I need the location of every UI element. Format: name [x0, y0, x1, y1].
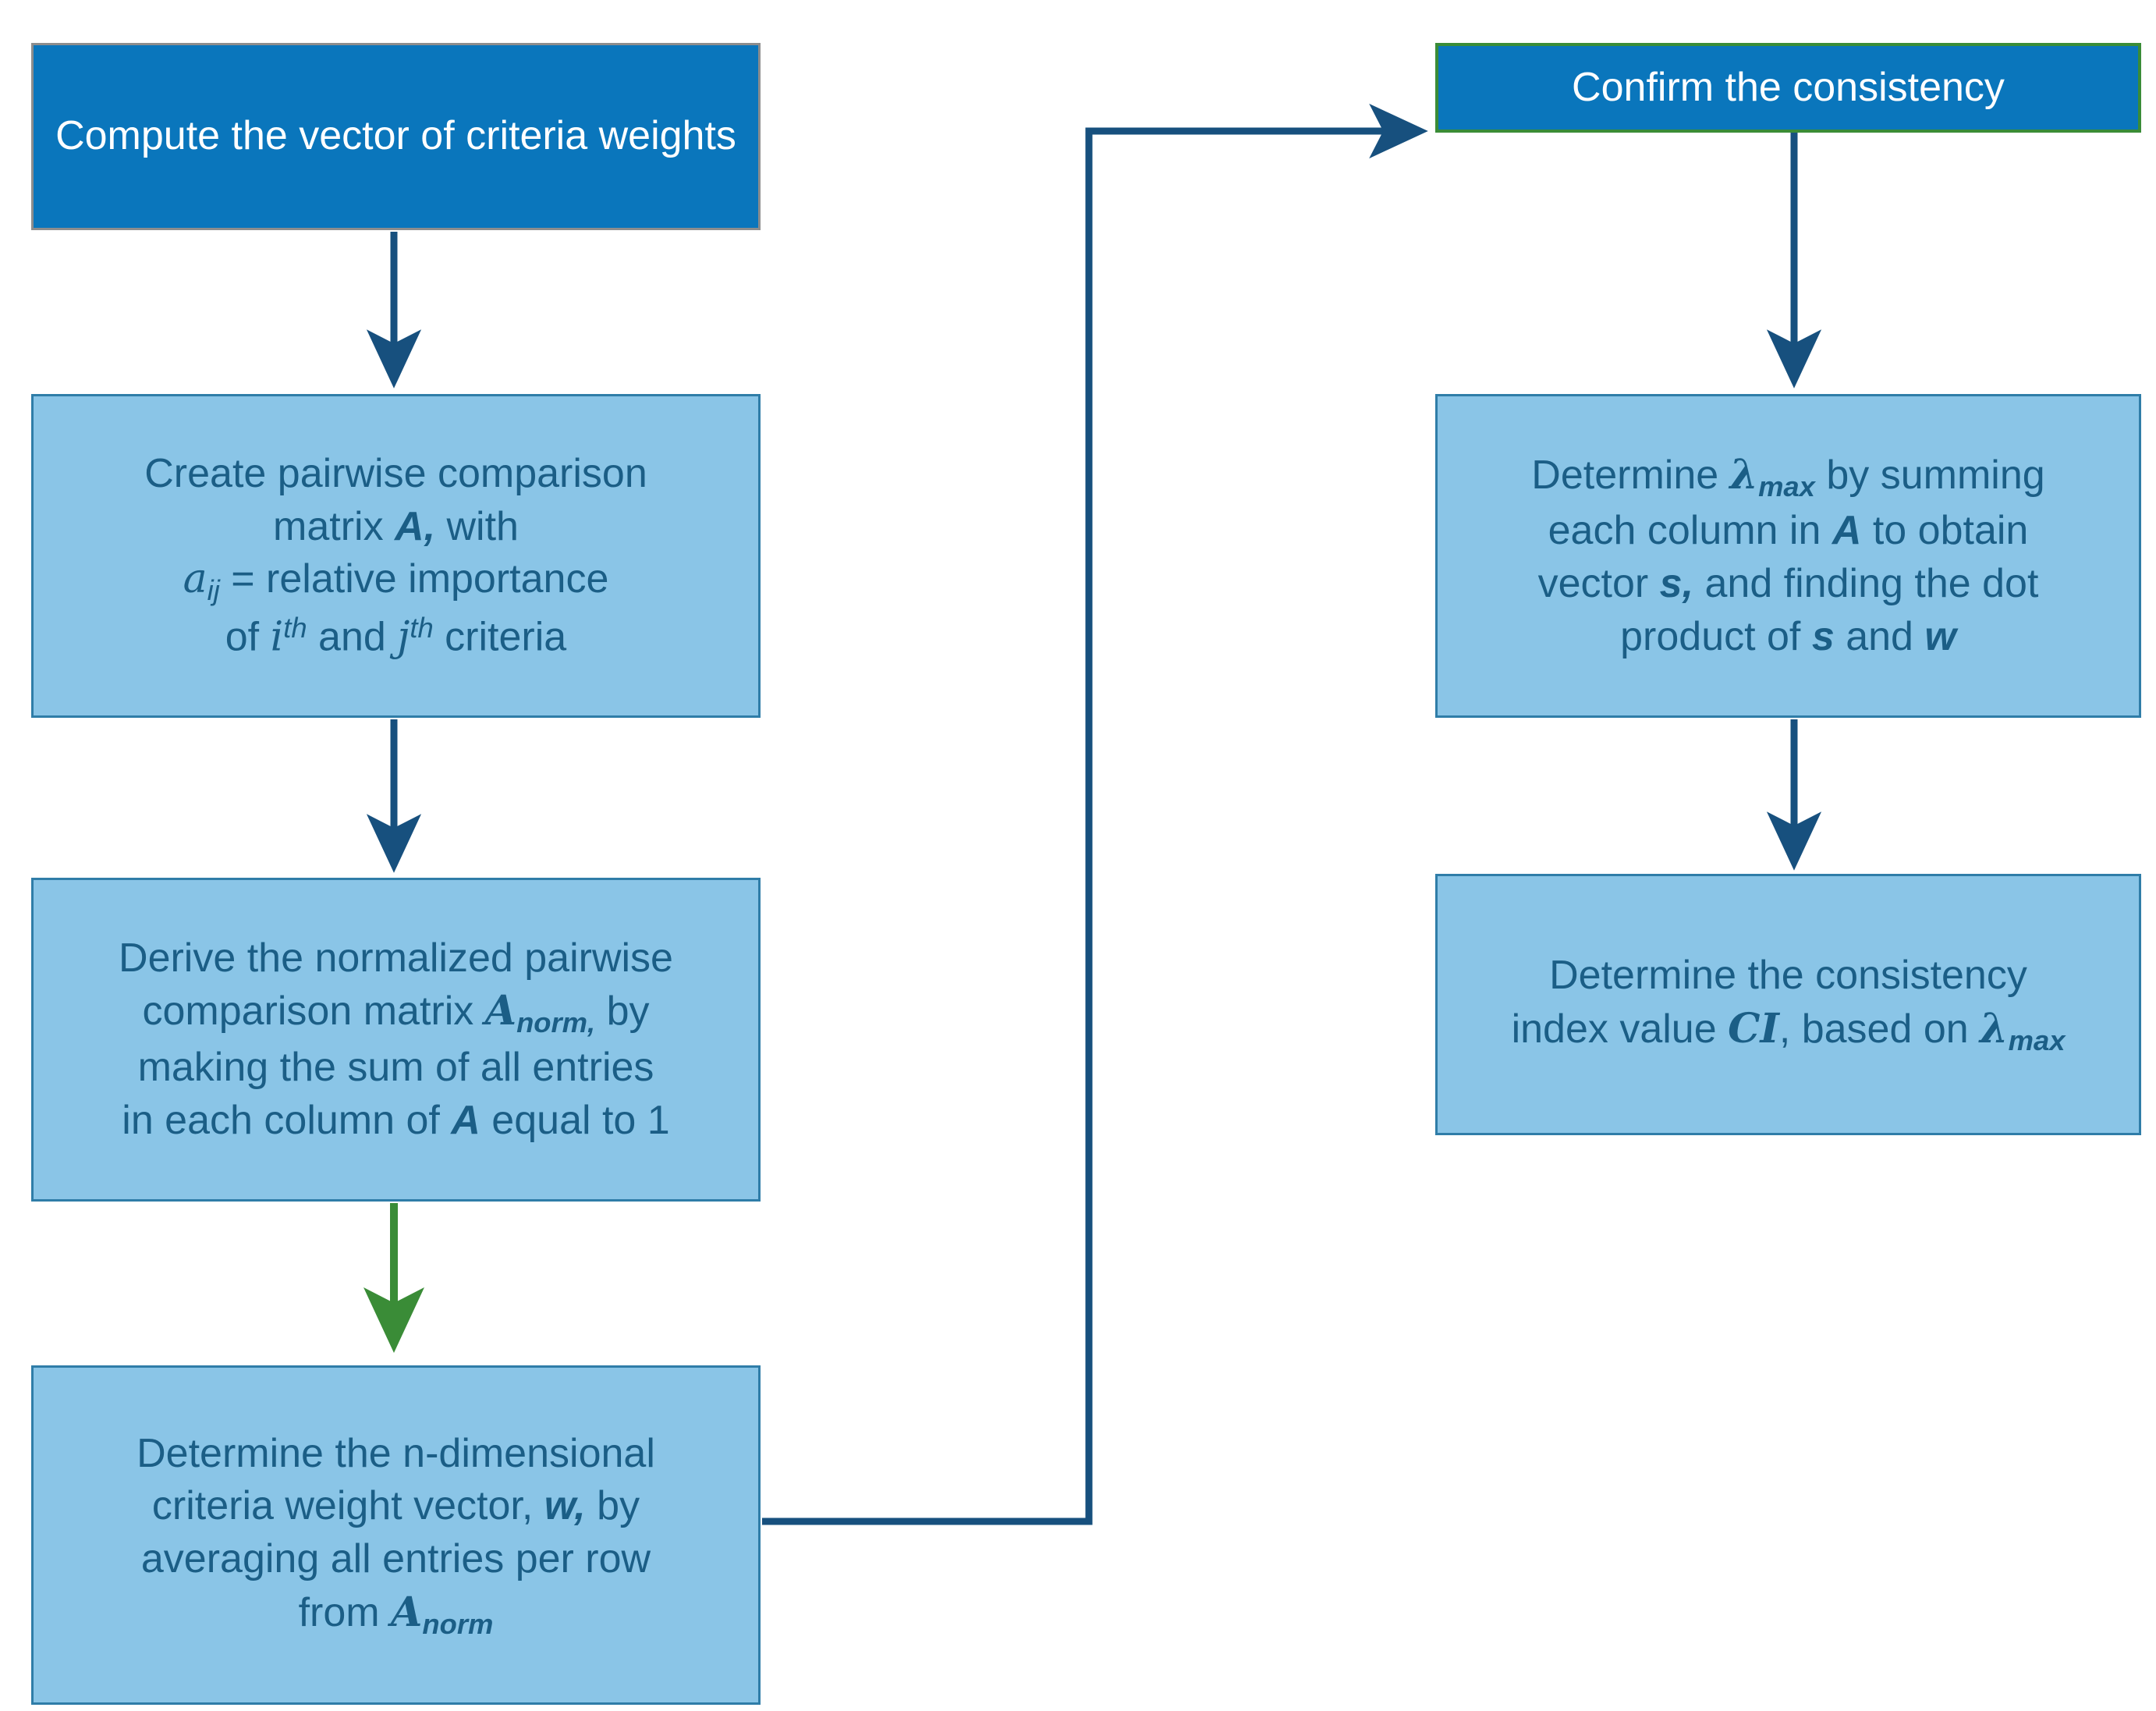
symbol-a-norm-sub: norm, — [516, 1006, 596, 1039]
node-confirm-consistency-label: Confirm the consistency — [1572, 64, 2005, 110]
ci-line-2-prefix: index value — [1511, 1006, 1729, 1053]
ci-line-1: Determine the consistency — [1549, 953, 2027, 999]
symbol-lambda-2-sub: max — [2008, 1024, 2066, 1057]
symbol-a-norm-2-sub: norm — [422, 1607, 494, 1640]
pairwise-line-4-mid: and — [307, 614, 398, 660]
symbol-s: s, — [1659, 560, 1694, 606]
ci-line-2-mid: , based on — [1778, 1006, 1980, 1053]
symbol-matrix-a-3: A — [1832, 508, 1862, 554]
pairwise-line-4-prefix: of — [225, 614, 271, 660]
connector-weightvector-to-confirm — [762, 103, 1428, 1525]
symbol-lambda: λ — [1729, 450, 1759, 499]
normalized-line-3: making the sum of all entries — [137, 1044, 654, 1090]
lambda-line-1-prefix: Determine — [1531, 452, 1730, 498]
lambda-line-2-prefix: each column in — [1548, 508, 1832, 554]
node-compute-weights[interactable]: Compute the vector of criteria weights — [31, 43, 761, 230]
symbol-ci: CI — [1728, 1005, 1779, 1053]
weightvector-line-2-prefix: criteria weight vector, — [151, 1483, 544, 1529]
symbol-lambda-sub: max — [1758, 470, 1815, 503]
node-compute-weights-label: Compute the vector of criteria weights — [55, 113, 736, 159]
lambda-line-2-suffix: to obtain — [1861, 508, 2029, 554]
symbol-a-norm-2: A — [391, 1588, 423, 1636]
normalized-line-4-suffix: equal to 1 — [480, 1097, 670, 1143]
node-consistency-index-label: Determine the consistency index value CI… — [1458, 950, 2119, 1059]
lambda-line-4-mid: and — [1834, 613, 1925, 659]
node-weight-vector-label: Determine the n-dimensional criteria wei… — [54, 1428, 738, 1642]
node-determine-lambda-max[interactable]: Determine λmax by summing each column in… — [1435, 394, 2141, 718]
pairwise-line-1: Create pairwise comparison — [144, 451, 647, 497]
symbol-w-2: w — [1924, 613, 1956, 659]
lambda-line-1-suffix: by summing — [1814, 452, 2045, 498]
node-confirm-consistency[interactable]: Confirm the consistency — [1435, 43, 2141, 133]
weightvector-line-4-prefix: from — [298, 1589, 392, 1635]
normalized-line-4-prefix: in each column of — [122, 1097, 452, 1143]
symbol-s-2: s — [1811, 613, 1835, 659]
node-normalized-matrix-label: Derive the normalized pairwise compariso… — [54, 932, 738, 1147]
symbol-matrix-a: A, — [395, 503, 436, 549]
normalized-line-2-prefix: comparison matrix — [142, 989, 485, 1035]
weightvector-line-1: Determine the n-dimensional — [137, 1430, 655, 1476]
weightvector-line-3: averaging all entries per row — [140, 1536, 651, 1582]
pairwise-line-2-suffix: with — [435, 503, 519, 549]
pairwise-line-4-suffix: criteria — [433, 614, 567, 660]
symbol-i: i — [270, 613, 284, 661]
symbol-a-norm: A — [484, 987, 517, 1035]
pairwise-line-2-prefix: matrix — [273, 503, 395, 549]
node-weight-vector[interactable]: Determine the n-dimensional criteria wei… — [31, 1365, 761, 1705]
symbol-j: j — [397, 613, 410, 661]
symbol-a-ij: a — [183, 556, 207, 603]
normalized-line-2-suffix: by — [595, 989, 650, 1035]
weightvector-line-2-suffix: by — [585, 1483, 640, 1529]
symbol-w: w, — [544, 1483, 586, 1529]
node-pairwise-matrix-label: Create pairwise comparison matrix A, wit… — [54, 448, 738, 664]
pairwise-line-3-text: = relative importance — [219, 556, 609, 602]
symbol-i-sup: th — [283, 611, 307, 644]
node-determine-lambda-max-label: Determine λmax by summing each column in… — [1458, 449, 2119, 663]
symbol-j-sup: th — [410, 611, 434, 644]
node-consistency-index[interactable]: Determine the consistency index value CI… — [1435, 874, 2141, 1135]
lambda-line-3-suffix: and finding the dot — [1693, 560, 2039, 606]
lambda-line-3-prefix: vector — [1537, 560, 1660, 606]
node-pairwise-matrix[interactable]: Create pairwise comparison matrix A, wit… — [31, 394, 761, 718]
node-normalized-matrix[interactable]: Derive the normalized pairwise compariso… — [31, 878, 761, 1202]
lambda-line-4-prefix: product of — [1620, 613, 1812, 659]
symbol-lambda-2: λ — [1980, 1005, 2009, 1053]
symbol-matrix-a-2: A — [451, 1097, 480, 1143]
symbol-a-ij-sub: ij — [207, 574, 220, 607]
normalized-line-1: Derive the normalized pairwise — [119, 935, 673, 981]
